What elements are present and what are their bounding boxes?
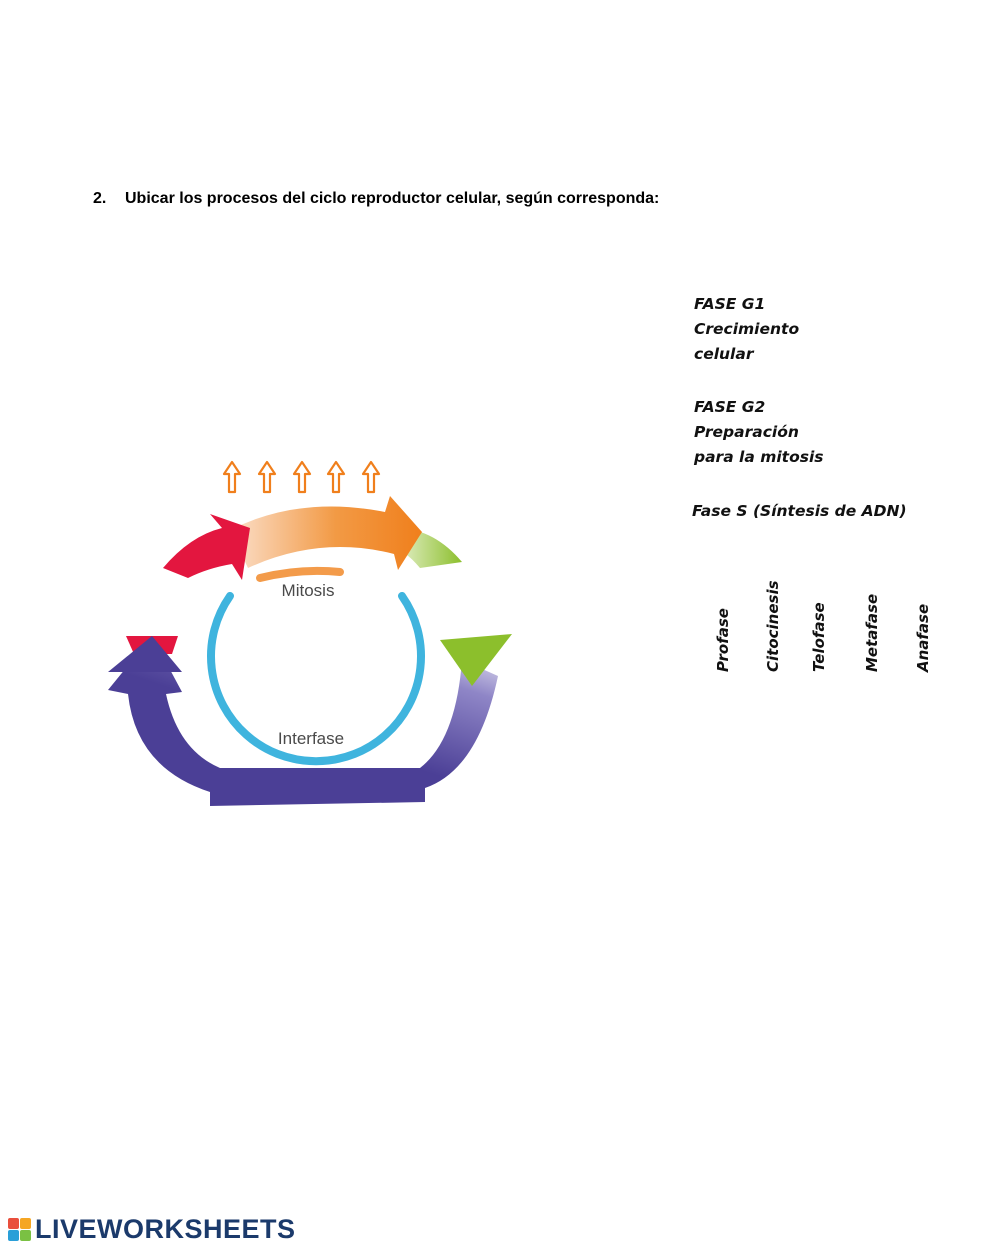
phase-word-anafase[interactable]: Anafase xyxy=(914,603,932,672)
logo-mark-icon xyxy=(8,1218,31,1241)
phase-word-telofase[interactable]: Telofase xyxy=(810,602,828,672)
green-right-arrow xyxy=(440,634,512,686)
mitosis-band xyxy=(256,566,344,582)
g1-title: FASE G1 xyxy=(694,295,766,313)
g1-line3: celular xyxy=(694,345,754,363)
g2-label[interactable]: FASE G2 Preparación para la mitosis xyxy=(694,395,824,470)
phase-word-citocinesis[interactable]: Citocinesis xyxy=(764,580,782,672)
question-body: Ubicar los procesos del ciclo reproducto… xyxy=(125,190,660,207)
liveworksheets-logo: LIVEWORKSHEETS xyxy=(8,1214,296,1245)
logo-square-1 xyxy=(8,1218,19,1229)
up-arrow-icon xyxy=(326,460,346,494)
g2-line3: para la mitosis xyxy=(694,448,824,466)
up-arrow-icon xyxy=(257,460,277,494)
purple-interfase-arrow xyxy=(108,636,498,806)
s-phase-label[interactable]: Fase S (Síntesis de ADN) xyxy=(692,499,907,524)
g2-line2: Preparación xyxy=(694,423,799,441)
interfase-ring xyxy=(207,592,425,766)
g1-label[interactable]: FASE G1 Crecimiento celular xyxy=(694,292,799,367)
g2-title: FASE G2 xyxy=(694,398,766,416)
up-arrow-icon xyxy=(361,460,381,494)
up-arrow-icon xyxy=(222,460,242,494)
phase-word-metafase[interactable]: Metafase xyxy=(863,593,881,672)
question-number: 2. xyxy=(93,190,107,207)
question-text: 2. Ubicar los procesos del ciclo reproduc… xyxy=(93,190,659,208)
interfase-label: Interfase xyxy=(278,729,344,748)
phase-word-profase[interactable]: Profase xyxy=(714,608,732,672)
mitosis-label: Mitosis xyxy=(282,581,335,600)
logo-square-4 xyxy=(20,1230,31,1241)
up-arrow-icon xyxy=(292,460,312,494)
g1-line2: Crecimiento xyxy=(694,320,800,338)
logo-text: LIVEWORKSHEETS xyxy=(35,1214,296,1244)
red-arrow xyxy=(163,514,250,580)
logo-square-3 xyxy=(8,1230,19,1241)
logo-square-2 xyxy=(20,1218,31,1229)
orange-mitosis-arrow xyxy=(230,496,422,570)
purple-left-head xyxy=(108,636,182,672)
energy-arrows xyxy=(222,460,381,494)
cell-cycle-diagram: Mitosis Interfase xyxy=(108,460,512,806)
s-phase-text: Fase S (Síntesis de ADN) xyxy=(692,502,907,520)
